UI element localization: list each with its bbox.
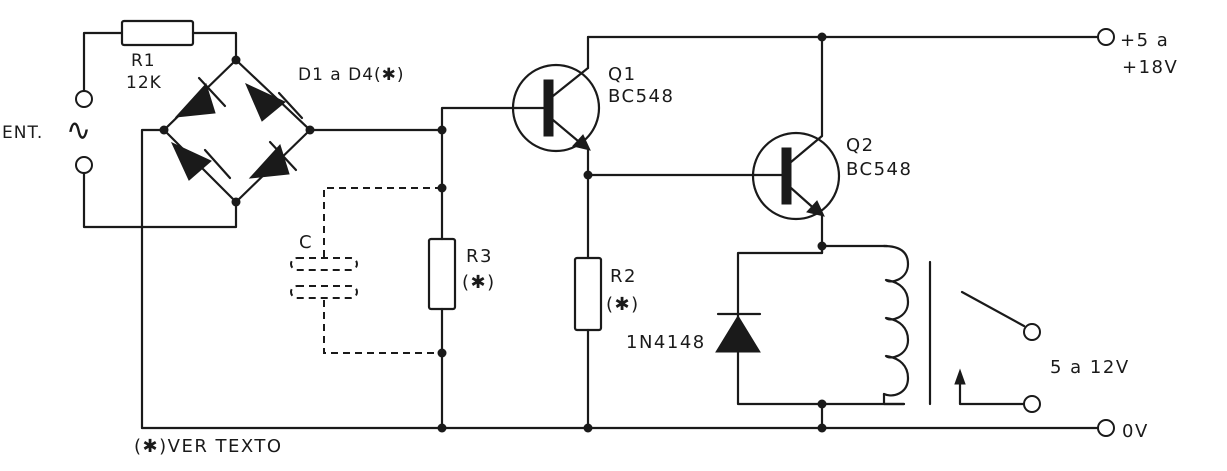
label-r3-name: R3 — [466, 246, 493, 267]
label-footnote: (✱)VER TEXTO — [134, 436, 283, 457]
diode-d3 — [170, 141, 232, 181]
ground-terminal — [1097, 419, 1115, 437]
diode-d2 — [245, 82, 304, 122]
relay-coil — [882, 244, 932, 406]
resistor-r3 — [427, 237, 457, 311]
label-supply-line2: +18V — [1122, 57, 1178, 78]
diode-d4 — [248, 140, 298, 179]
transistor-q2 — [751, 35, 841, 221]
label-relay-voltage: 5 a 12V — [1050, 357, 1130, 378]
label-capacitor: C — [299, 232, 313, 253]
label-r2-name: R2 — [610, 266, 637, 287]
input-terminal-bottom — [75, 156, 93, 174]
label-r3-note: (✱) — [462, 272, 496, 293]
relay-switch — [954, 290, 1041, 413]
label-diodes: D1 a D4(✱) — [298, 65, 405, 85]
label-q2-name: Q2 — [846, 135, 875, 156]
input-wiring — [75, 31, 238, 229]
label-input: ENT. — [2, 123, 43, 143]
label-diode-type: 1N4148 — [626, 332, 706, 353]
label-r2-note: (✱) — [606, 294, 640, 315]
label-supply-line1: +5 a — [1120, 30, 1169, 51]
diode-d1 — [174, 76, 227, 118]
capacitor-c — [290, 187, 442, 354]
label-q1-type: BC548 — [608, 86, 674, 107]
transistor-q1 — [511, 35, 601, 153]
ac-symbol-icon: ∿ — [66, 113, 91, 148]
label-q1-name: Q1 — [608, 64, 637, 85]
label-q2-type: BC548 — [846, 159, 912, 180]
resistor-r2 — [573, 256, 603, 332]
bridge-rectifier — [159, 55, 315, 207]
input-terminal-top — [75, 90, 93, 108]
label-r1-value: 12K — [126, 73, 162, 93]
resistor-r1 — [120, 19, 195, 47]
diode-1n4148 — [715, 312, 762, 353]
supply-terminal — [1097, 28, 1115, 46]
label-r1-name: R1 — [131, 51, 156, 71]
label-ground: 0V — [1122, 421, 1149, 442]
